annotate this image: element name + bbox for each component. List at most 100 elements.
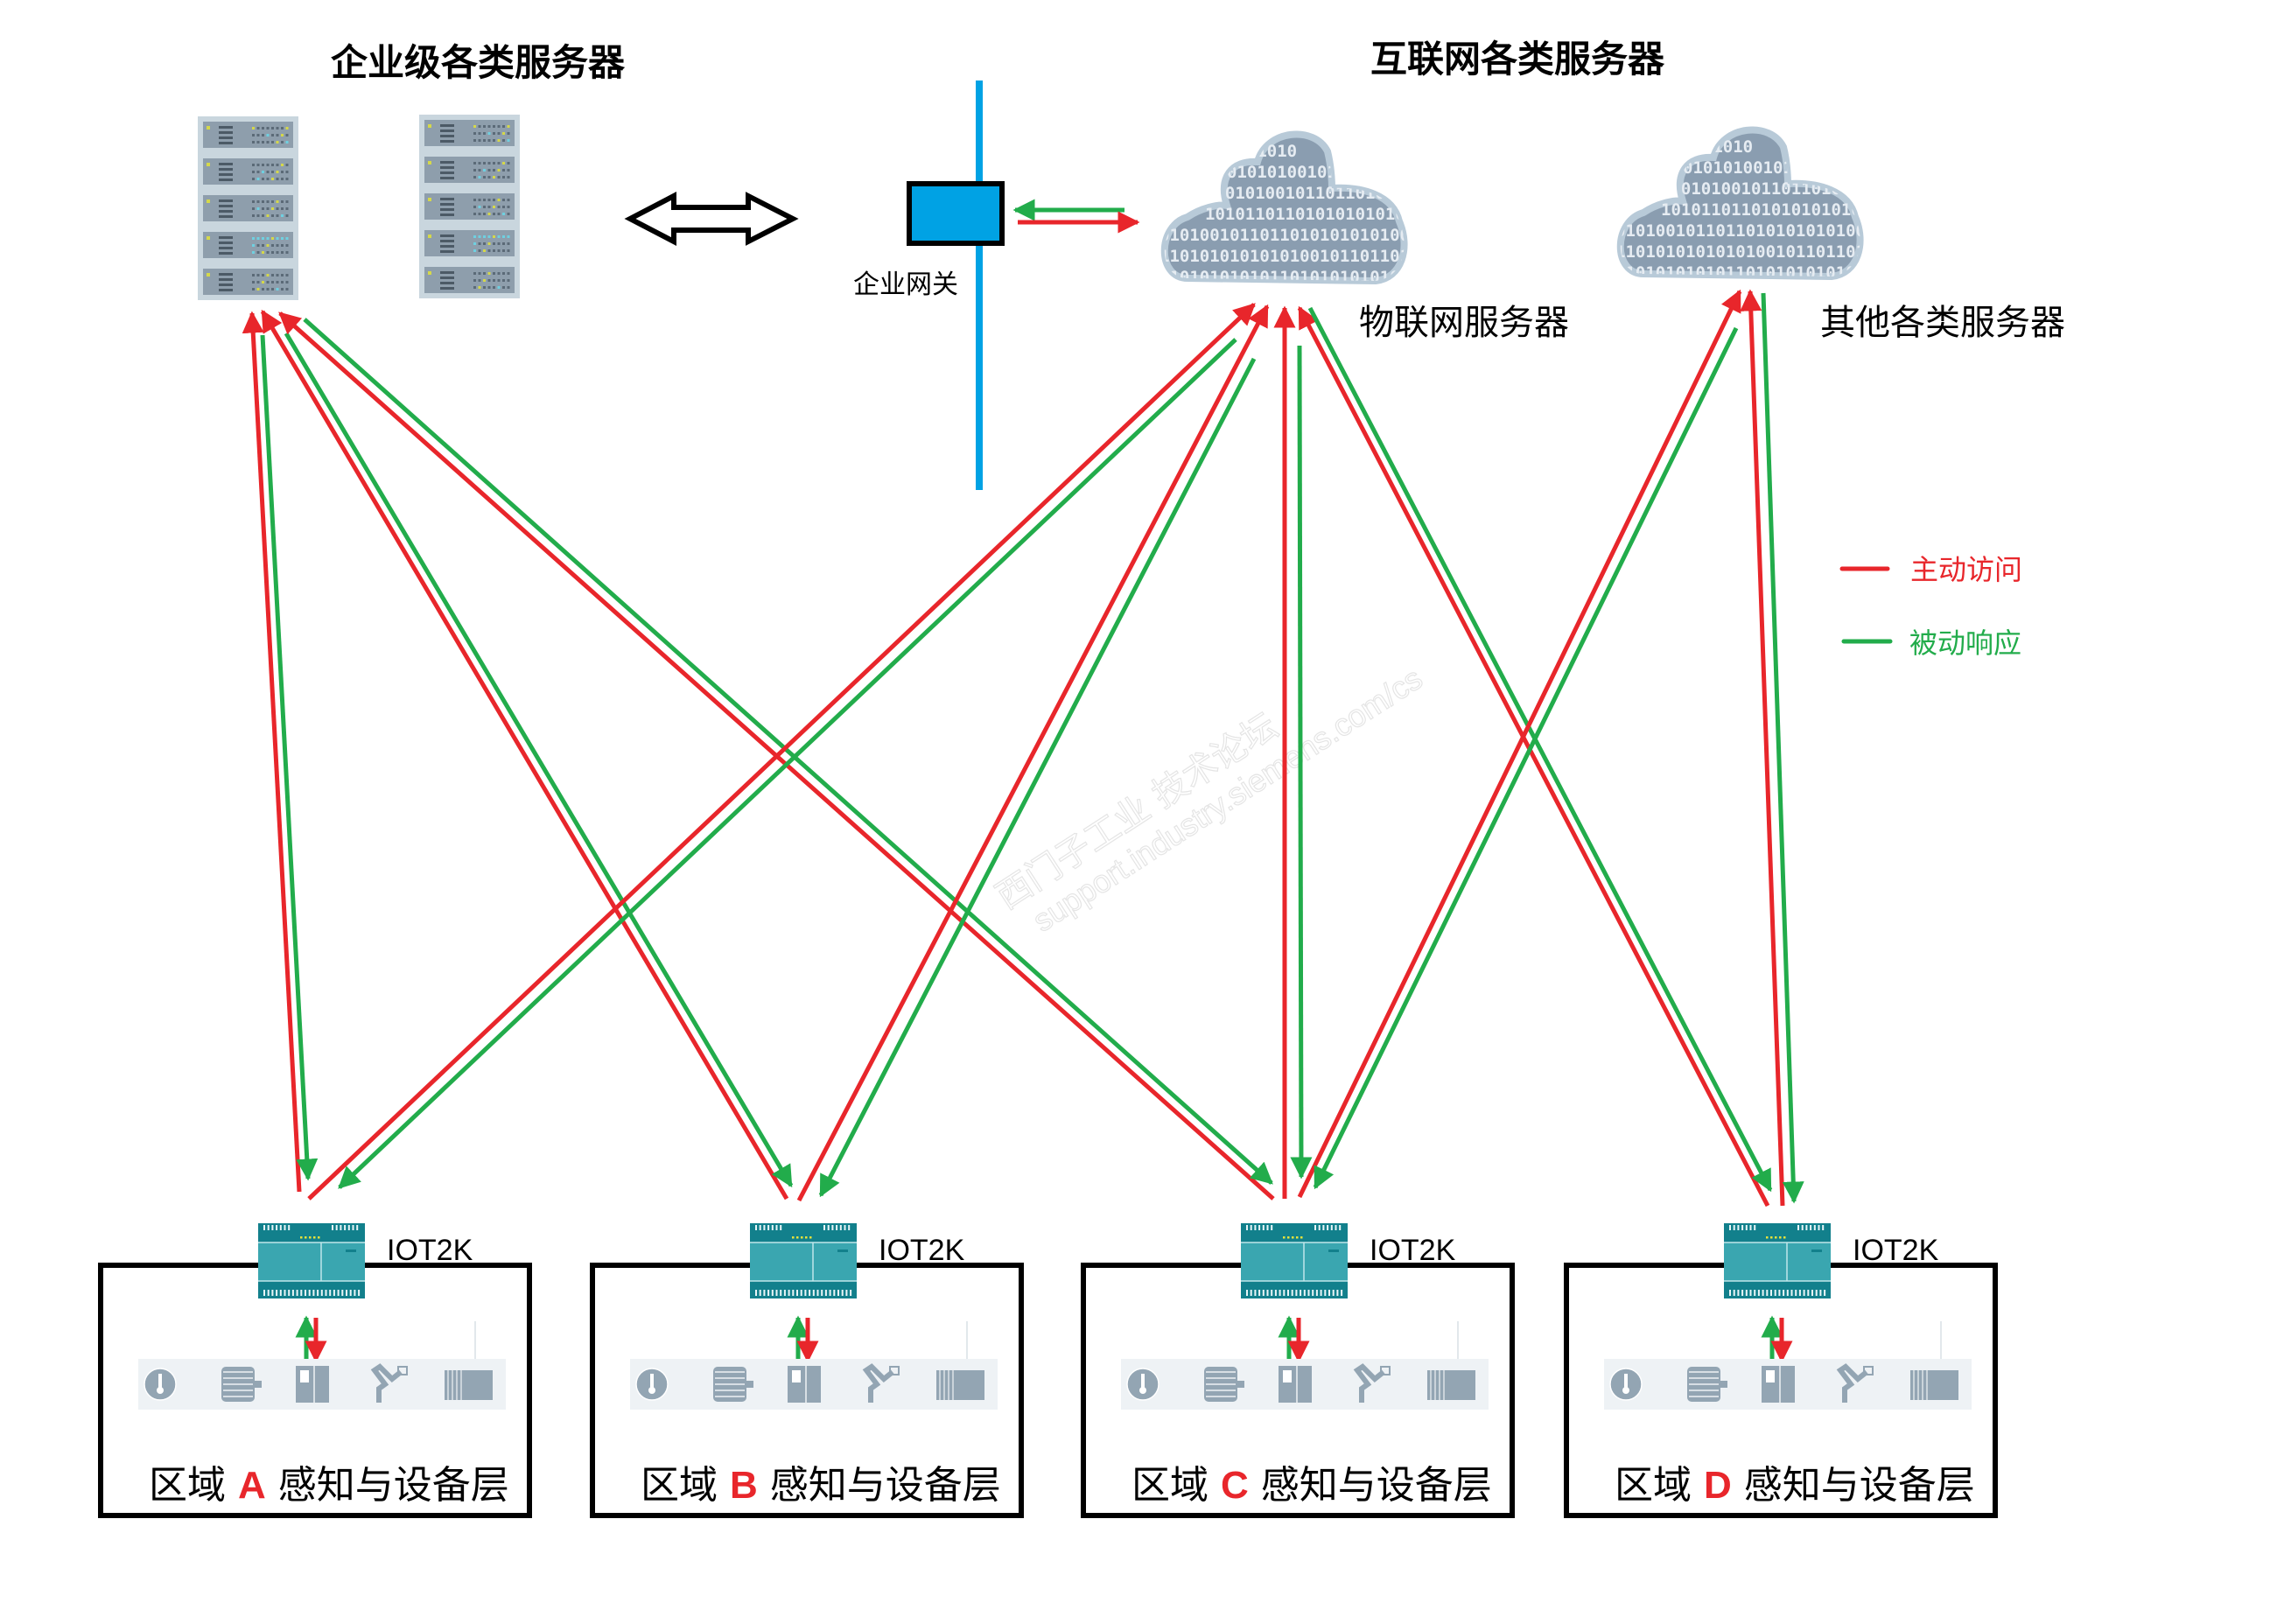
controller-icon: [788, 1366, 821, 1403]
server-unit: [424, 120, 515, 146]
server-rack-icon: [419, 115, 520, 298]
cloud-server-icon: 0101010010101001010100101010010110110101…: [1160, 130, 1419, 287]
server-unit: [203, 195, 293, 221]
legend-active-label: 主动访问: [1910, 553, 2022, 586]
passive-response-line: [260, 334, 319, 1181]
cloud-bits-text: 01010100101010: [1227, 163, 1367, 182]
passive-response-line: [338, 338, 1237, 1189]
region-prefix: 区域: [149, 1463, 238, 1508]
region-title: 区域 A 感知与设备层: [149, 1463, 509, 1508]
device-icon-strip: [1121, 1321, 1489, 1410]
iot2k-label: IOT2K: [387, 1234, 473, 1267]
region-title: 区域 C 感知与设备层: [1131, 1463, 1492, 1508]
cloud-bits-text: 01010010110110101010101001: [1615, 221, 1875, 241]
region-title: 区域 D 感知与设备层: [1615, 1463, 1975, 1508]
iot2k-label: IOT2K: [1370, 1234, 1456, 1267]
passive-response-line: [1290, 345, 1313, 1180]
active-access-line: [260, 309, 789, 1200]
passive-response-line: [1313, 326, 1739, 1190]
drive-cabinet-icon: [936, 1370, 984, 1400]
cloud-bits-text: 01010010110110101010101001: [1160, 226, 1419, 245]
server-unit: [203, 122, 293, 148]
cloud-bits-text: 101011011010101010101: [1205, 205, 1415, 224]
device-icon-strip: [630, 1321, 998, 1410]
iot2k-label: IOT2K: [879, 1234, 965, 1267]
region-suffix: 感知与设备层: [1249, 1463, 1492, 1508]
active-access-line: [1297, 305, 1770, 1208]
cloud-shape: [1616, 126, 1864, 281]
motor-icon: [1204, 1367, 1244, 1402]
active-access-line: [307, 303, 1256, 1200]
server-rack-icon: [198, 116, 298, 300]
active-access-line: [242, 311, 302, 1193]
region-letter: A: [238, 1464, 266, 1507]
internet-servers-title: 互联网各类服务器: [1370, 38, 1665, 80]
iot2k-device-icon[interactable]: [750, 1223, 857, 1298]
watermark: 西门子工业 技术论坛 support.industry.siemens.com/…: [989, 660, 1429, 940]
controller-icon: [1762, 1366, 1795, 1403]
iot2k-label: IOT2K: [1853, 1234, 1939, 1267]
active-access-line: [1740, 289, 1785, 1207]
region-a: IOT2K 区域 A 感知与设备层: [98, 1223, 532, 1518]
thermometer-icon: [1126, 1368, 1160, 1401]
server-unit: [424, 267, 515, 293]
watermark-line-2: support.industry.siemens.com/cs: [1026, 660, 1429, 938]
region-letter: B: [730, 1464, 758, 1507]
region-suffix: 感知与设备层: [758, 1463, 1001, 1508]
controller-icon: [1279, 1366, 1312, 1403]
passive-response-line: [1307, 306, 1773, 1193]
connection-lines: [242, 289, 1804, 1208]
iot2k-device-icon[interactable]: [1241, 1223, 1348, 1298]
region-prefix: 区域: [641, 1463, 730, 1508]
other-server-label: 其他各类服务器: [1820, 303, 2065, 343]
device-icon-strip: [138, 1321, 506, 1410]
cloud-bits-text: 11010101010101001011011011: [1160, 247, 1419, 266]
legend: 主动访问 被动响应: [1839, 553, 2022, 660]
passive-response-line: [284, 332, 794, 1188]
region-suffix: 感知与设备层: [1732, 1463, 1975, 1508]
region-prefix: 区域: [1615, 1463, 1704, 1508]
passive-response-line: [818, 357, 1257, 1198]
cloud-bits-text: 11010101010101001011011011: [1615, 242, 1875, 262]
bidirectional-arrow-icon: [624, 192, 799, 246]
cloud-bits-text: 101011011010101010101: [1661, 200, 1871, 220]
legend-passive-label: 被动响应: [1909, 626, 2021, 660]
region-b: IOT2K 区域 B 感知与设备层: [590, 1223, 1024, 1518]
cloud-bits-text: 0101010010110110101: [1661, 179, 1851, 199]
active-access-line: [796, 304, 1270, 1202]
cloud-shape: [1160, 130, 1408, 285]
region-prefix: 区域: [1131, 1463, 1221, 1508]
server-unit: [424, 157, 515, 183]
thermometer-icon: [1609, 1368, 1643, 1401]
cloud-server-icon: 0101010010101001010100101010010110110101…: [1615, 126, 1875, 283]
drive-cabinet-icon: [445, 1370, 493, 1400]
drive-cabinet-icon: [1427, 1370, 1475, 1400]
gateway-label: 企业网关: [853, 270, 958, 300]
device-icon-strip: [1604, 1321, 1972, 1410]
drive-cabinet-icon: [1910, 1370, 1958, 1400]
region-c: IOT2K 区域 C 感知与设备层: [1081, 1223, 1515, 1518]
thermometer-icon: [144, 1368, 177, 1401]
server-unit: [203, 158, 293, 185]
server-unit: [424, 230, 515, 256]
passive-response-line: [1761, 292, 1804, 1204]
cloud-bits-text: 01010101010110101010101010: [1615, 263, 1875, 283]
motor-icon: [713, 1367, 753, 1402]
iot2k-device-icon[interactable]: [258, 1223, 365, 1298]
iot2k-device-icon[interactable]: [1724, 1223, 1831, 1298]
server-unit: [203, 269, 293, 295]
cloud-bits-text: 0101010010110110101: [1205, 184, 1395, 203]
motor-icon: [1687, 1367, 1727, 1402]
motor-icon: [221, 1367, 262, 1402]
robot-arm-icon: [1353, 1363, 1391, 1403]
cloud-bits-text: 01010101010110101010101010: [1160, 268, 1419, 287]
region-d: IOT2K 区域 D 感知与设备层: [1564, 1223, 1998, 1518]
region-suffix: 感知与设备层: [266, 1463, 509, 1508]
gateway-box[interactable]: [907, 181, 1005, 246]
active-access-line: [1297, 289, 1742, 1199]
enterprise-servers-title: 企业级各类服务器: [331, 41, 626, 84]
server-unit: [424, 193, 515, 220]
thermometer-icon: [635, 1368, 669, 1401]
region-letter: D: [1704, 1464, 1732, 1507]
